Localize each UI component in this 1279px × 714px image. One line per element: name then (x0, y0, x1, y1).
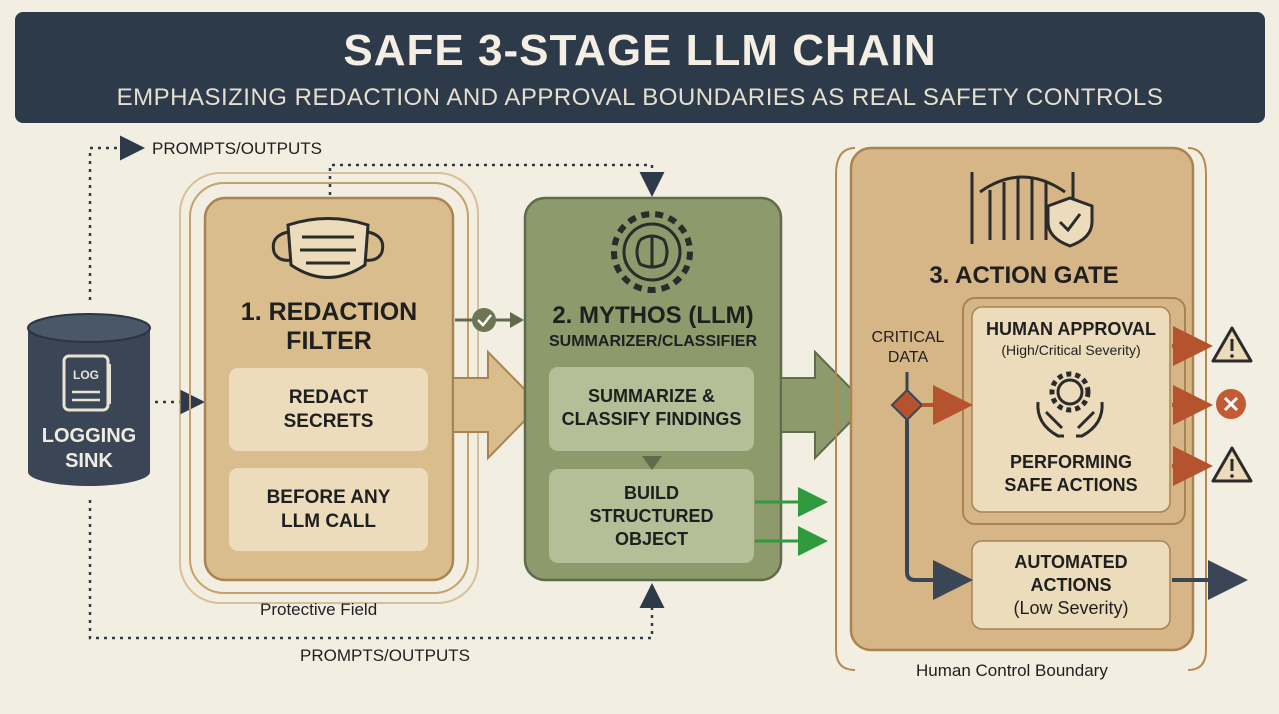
brain-gear-icon (611, 211, 693, 293)
performing-line2: SAFE ACTIONS (1004, 475, 1138, 495)
before-line2: LLM CALL (281, 511, 376, 532)
critical-line2: DATA (887, 349, 929, 366)
redact-line2: SECRETS (283, 411, 374, 432)
prompts-outputs-top-label: PROMPTS/OUTPUTS (152, 139, 323, 158)
build-object-box: BUILD STRUCTURED OBJECT (549, 482, 754, 551)
build-line3: OBJECT (614, 529, 688, 549)
redact-secrets-box: REDACT SECRETS (229, 386, 428, 434)
reject-icon (1216, 389, 1246, 419)
stage1-title: 1. REDACTION FILTER (205, 298, 453, 356)
page-subtitle: EMPHASIZING REDACTION AND APPROVAL BOUND… (116, 84, 1164, 111)
auto-line1: AUTOMATED (1014, 552, 1128, 572)
log-book-icon (62, 354, 111, 412)
structured-output-arrows (755, 487, 828, 556)
summarize-line1: SUMMARIZE & (588, 386, 715, 406)
build-line1: BUILD (624, 483, 679, 503)
redact-line1: REDACT (288, 387, 369, 408)
summarize-line2: CLASSIFY FINDINGS (561, 409, 742, 429)
hands-gear-icon (1036, 371, 1104, 438)
logging-sink-label: LOGGING SINK (28, 424, 150, 474)
auto-line3: (Low Severity) (1013, 598, 1129, 618)
decision-routing (890, 372, 973, 600)
stage1-box (203, 196, 455, 582)
arrow-stage2-to-stage3 (780, 349, 869, 461)
stage1-title-line1: 1. REDACTION (240, 298, 418, 326)
warning-icon (1211, 446, 1253, 483)
critical-line1: CRITICAL (871, 329, 945, 346)
warning-icon (1211, 326, 1253, 363)
performing-line1: PERFORMING (1009, 452, 1132, 472)
logging-sink-cylinder (27, 313, 151, 486)
logging-label-line2: SINK (65, 450, 113, 472)
mask-icon (271, 217, 385, 279)
arrow-stage1-to-stage2 (452, 349, 542, 461)
stage3-title: 3. ACTION GATE (929, 262, 1119, 289)
header-banner: SAFE 3-STAGE LLM CHAIN EMPHASIZING REDAC… (15, 12, 1265, 123)
dotted-flow-lines (88, 135, 665, 640)
stage1-title-line2: FILTER (286, 327, 372, 355)
log-icon-text: LOG (73, 368, 99, 382)
check-connector (455, 308, 524, 332)
page-title: SAFE 3-STAGE LLM CHAIN (343, 26, 937, 75)
summarize-box: SUMMARIZE & CLASSIFY FINDINGS (549, 385, 754, 431)
build-line2: STRUCTURED (589, 506, 714, 526)
human-control-boundary-label: Human Control Boundary (916, 661, 1108, 680)
performing-safe-actions: PERFORMING SAFE ACTIONS (972, 451, 1170, 497)
auto-line2: ACTIONS (1030, 575, 1112, 595)
prompts-outputs-bottom-label: PROMPTS/OUTPUTS (300, 646, 471, 665)
human-approval-subtitle: (High/Critical Severity) (1001, 342, 1141, 358)
stage2-title: 2. MYTHOS (LLM) (552, 302, 754, 329)
stage2-subtitle: SUMMARIZER/CLASSIFIER (549, 333, 757, 350)
automated-actions-box: AUTOMATED ACTIONS (Low Severity) (972, 551, 1170, 620)
human-approval-title: HUMAN APPROVAL (986, 319, 1156, 339)
gate-outputs (1172, 326, 1248, 600)
gate-shield-icon (970, 172, 1094, 248)
before-llm-box: BEFORE ANY LLM CALL (229, 486, 428, 534)
logging-label-line1: LOGGING (41, 425, 137, 447)
before-line1: BEFORE ANY (266, 487, 391, 508)
critical-data-label: CRITICAL DATA (862, 328, 954, 368)
protective-field-label: Protective Field (260, 600, 378, 619)
